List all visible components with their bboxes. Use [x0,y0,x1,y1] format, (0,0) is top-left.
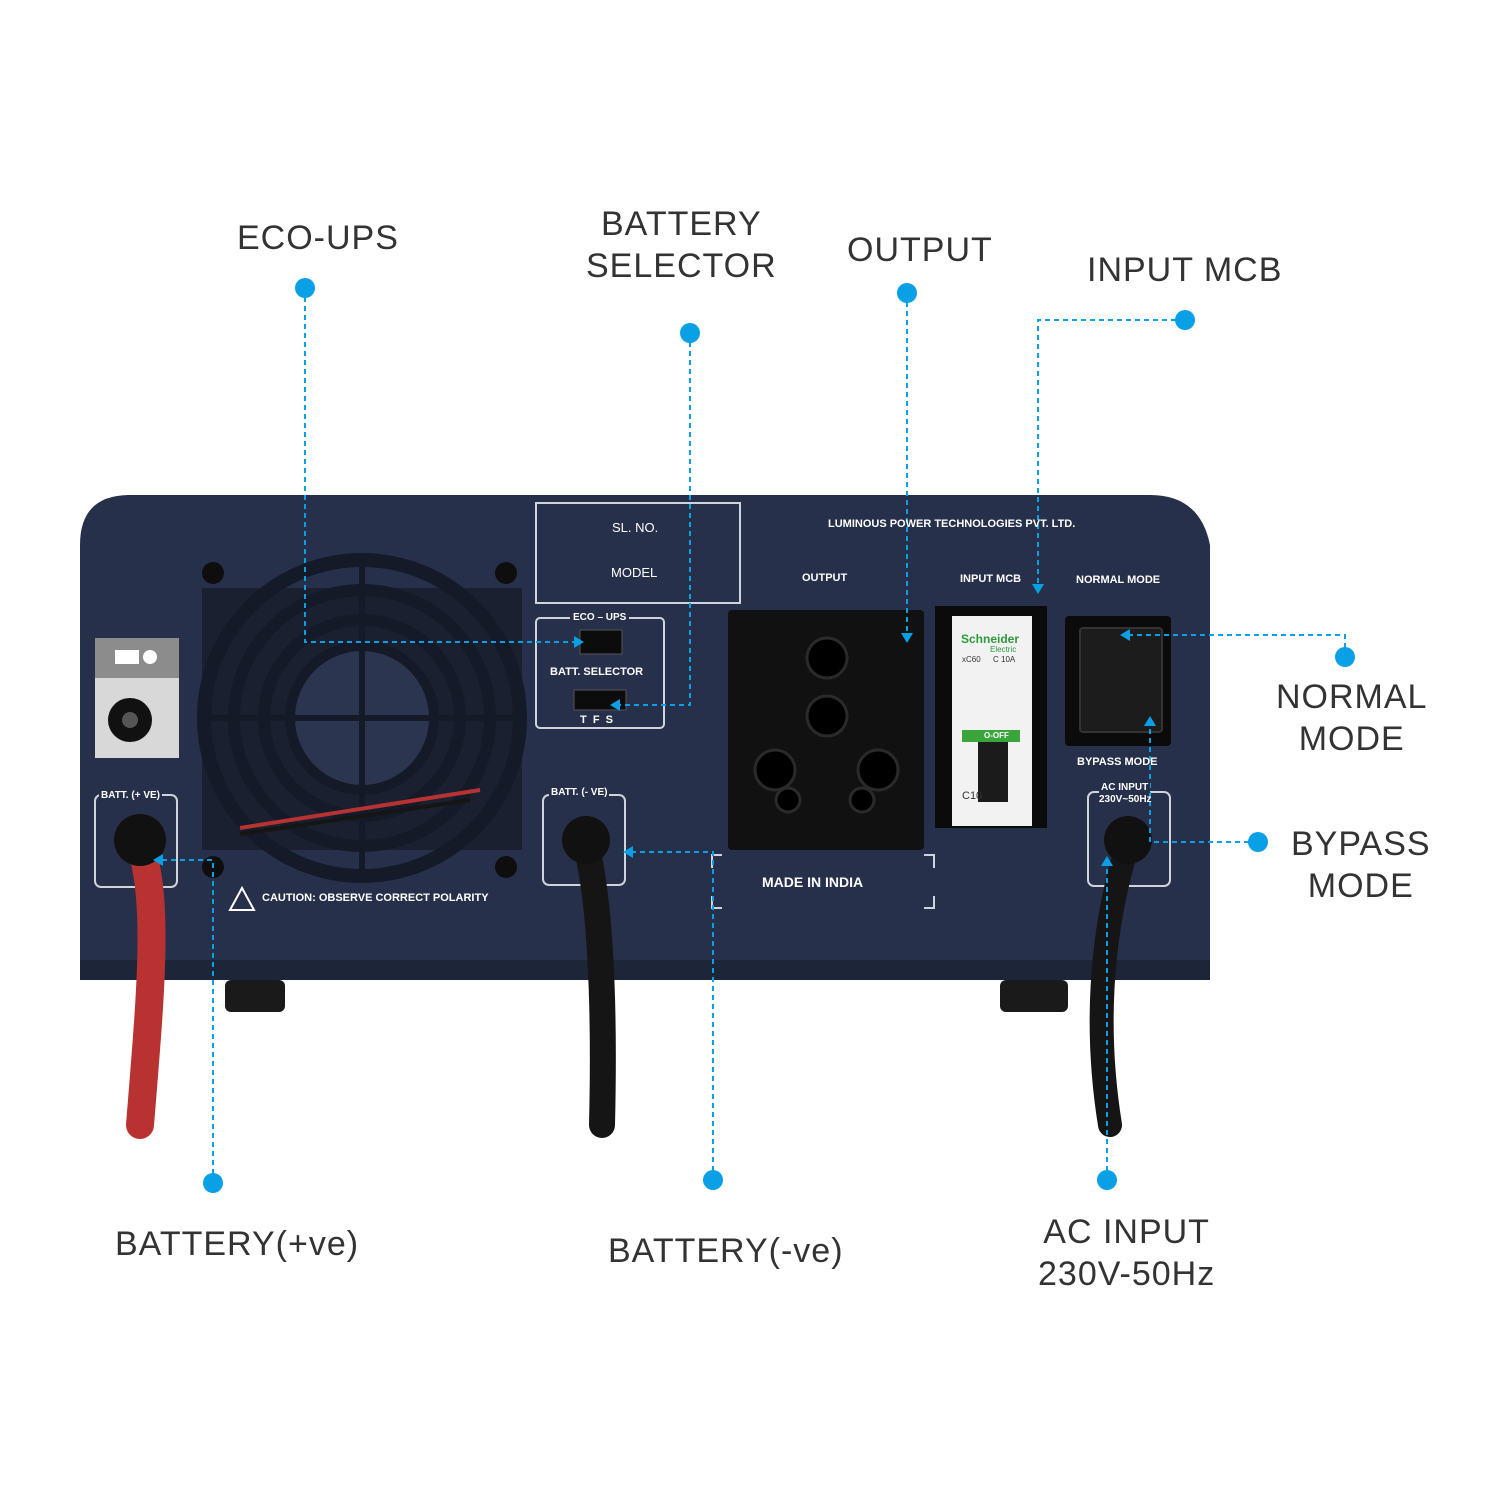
caution-label: CAUTION: OBSERVE CORRECT POLARITY [262,892,489,904]
arrow-normal-mode [1120,629,1130,641]
dot-ac-input [1097,1170,1117,1190]
ac-input-gland [1104,816,1152,864]
panel-output-label: OUTPUT [802,572,848,584]
input-mcb-breaker[interactable] [935,606,1047,828]
dot-normal-mode [1335,647,1355,667]
callout-bypass-mode-line1: BYPASS [1291,825,1431,863]
arrow-input-mcb [1032,584,1044,594]
arrow-battery-neg [623,846,633,858]
mcb-state: O-OFF [984,731,1009,740]
mode-switch[interactable] [1065,616,1171,746]
panel-batt-neg-label: BATT. (- VE) [549,787,610,798]
callout-ac-input-line1: AC INPUT [1043,1213,1210,1251]
selector-positions-label: T F S [580,714,613,726]
dc-jack [95,638,179,758]
callout-input-mcb: INPUT MCB [1087,251,1283,289]
arrow-eco-ups [574,636,584,648]
made-in-india-label: MADE IN INDIA [762,874,864,890]
callout-eco-ups: ECO-UPS [237,219,399,257]
dot-battery-neg [703,1170,723,1190]
panel-ac-input-line2: 230V~50Hz [1099,794,1152,805]
dot-bypass-mode [1248,832,1268,852]
panel-ac-input-line1: AC INPUT [1099,782,1151,793]
chassis-shadow [80,960,1210,980]
panel-normal-mode-label: NORMAL MODE [1076,574,1161,586]
panel-batt-selector-label: BATT. SELECTOR [550,666,644,678]
mcb-rating: C 10A [993,655,1016,664]
arrow-ac-input [1101,856,1113,866]
leader-bypass-mode [1149,722,1258,843]
callout-battery-neg: BATTERY(-ve) [608,1232,844,1270]
dot-eco-ups [295,278,315,298]
model-label: MODEL [611,565,658,580]
eco-ups-switch[interactable] [579,629,623,655]
mcb-code: C10 [962,790,983,802]
sl-no-label: SL. NO. [612,520,659,535]
fan-grille [197,553,527,883]
ac-input-cable [1089,833,1140,1137]
callout-ac-input-line2: 230V-50Hz [1038,1255,1216,1293]
caution-icon [228,885,256,911]
leader-input-mcb [1037,319,1185,590]
callout-battery-selector: BATTERY SELECTOR [586,203,777,287]
black-battery-cable [573,832,616,1138]
panel-input-mcb-label: INPUT MCB [960,573,1022,585]
mcb-brand-sub: Electric [990,645,1017,654]
callout-ac-input: AC INPUT 230V-50Hz [1038,1211,1215,1295]
panel-bypass-mode-label: BYPASS MODE [1077,756,1158,768]
batt-pos-gland [114,814,166,866]
callout-bypass-mode: BYPASS MODE [1291,823,1431,907]
callout-normal-mode-line1: NORMAL [1276,678,1428,716]
batt-neg-gland [562,816,610,864]
panel-batt-pos-label: BATT. (+ VE) [99,790,162,801]
leader-battery-selector [615,333,691,706]
foot-left [225,980,285,1012]
callout-battery-selector-line1: BATTERY [600,205,762,243]
arrow-bypass-mode [1144,716,1156,726]
mcb-brand: Schneider [961,632,1020,646]
callout-normal-mode-line2: MODE [1298,720,1405,758]
dot-battery-pos [203,1173,223,1193]
arrow-battery-pos [153,854,163,866]
dot-output [897,283,917,303]
manufacturer-label: LUMINOUS POWER TECHNOLOGIES PVT. LTD. [828,518,1076,530]
leader-normal-mode [1125,634,1346,657]
foot-right [1000,980,1068,1012]
callout-output: OUTPUT [847,231,993,269]
leader-eco-ups [304,288,580,643]
callout-normal-mode: NORMAL MODE [1276,676,1427,760]
arrow-battery-selector [610,699,620,711]
callout-bypass-mode-line2: MODE [1307,867,1414,905]
callout-battery-selector-line2: SELECTOR [586,247,777,285]
serial-box [535,502,741,604]
dot-input-mcb [1175,310,1195,330]
red-battery-cable [126,831,166,1139]
dot-battery-selector [680,323,700,343]
callout-battery-pos: BATTERY(+ve) [115,1225,360,1263]
output-socket[interactable] [728,610,924,850]
panel-eco-ups-label: ECO – UPS [570,612,630,623]
mcb-model: xC60 [962,655,981,664]
arrow-output [901,633,913,643]
leader-battery-neg [628,851,714,1180]
